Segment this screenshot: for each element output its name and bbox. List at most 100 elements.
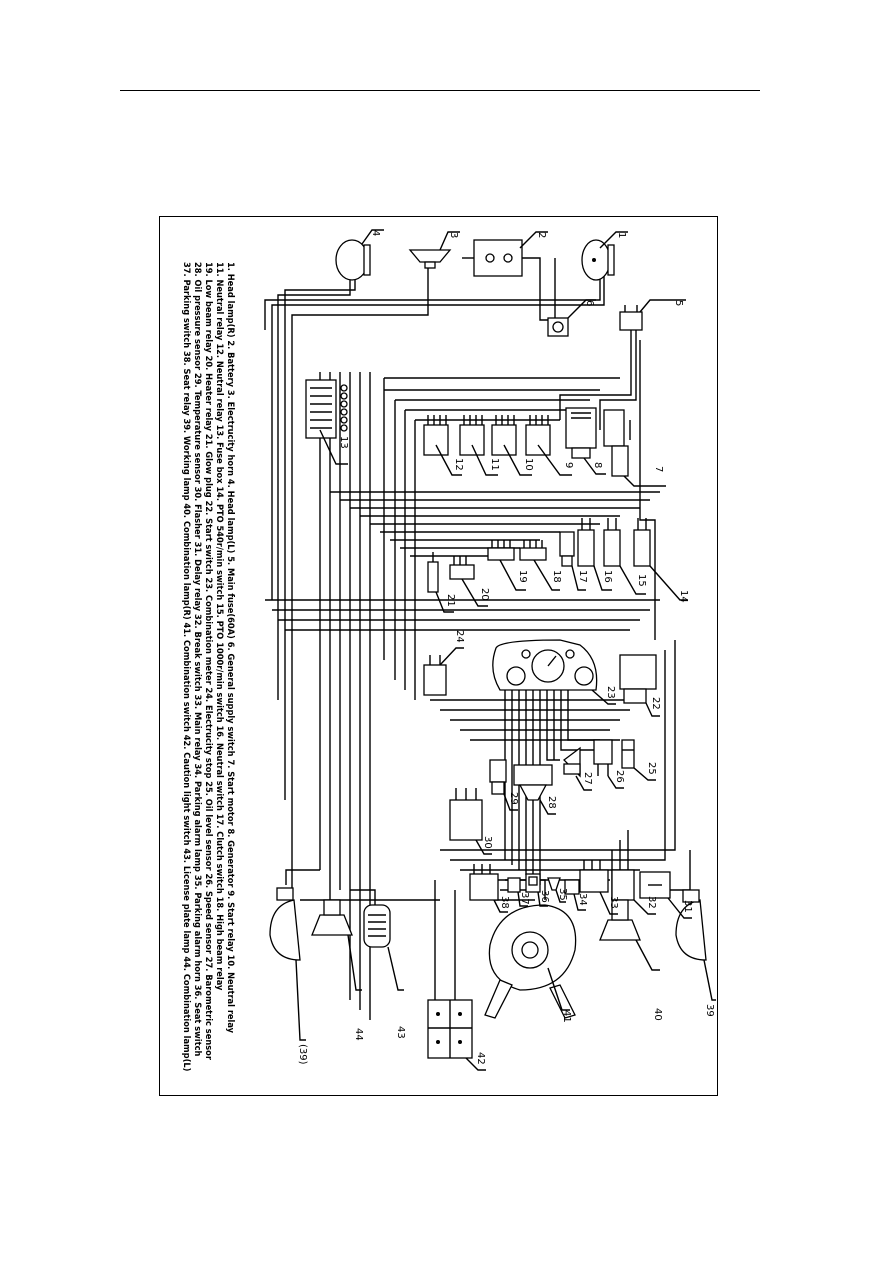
generator (565, 407, 597, 459)
callout-24: 24 (454, 630, 465, 643)
neutral-relay-12 (423, 415, 449, 456)
callout-36: 36 (539, 890, 550, 903)
callout-12: 12 (453, 458, 464, 471)
callout-39-left: (39) (297, 1044, 308, 1065)
barometric-sensor (563, 746, 581, 778)
header-rule (120, 90, 760, 91)
callout-4: 4 (370, 230, 381, 236)
general-supply-switch (547, 317, 569, 337)
low-beam-relay (487, 540, 515, 561)
legend-line-3: 19. Low beam relay 20. Heater relay 21. … (203, 262, 214, 1061)
delay-relay (639, 871, 671, 899)
callout-41: 41 (561, 1010, 572, 1023)
electricity-stop (423, 655, 447, 696)
start-relay (525, 415, 551, 456)
callout-38: 38 (499, 896, 510, 909)
callout-9: 9 (563, 462, 574, 468)
callout-29: 29 (508, 792, 519, 805)
parking-switch (507, 877, 521, 893)
callout-25: 25 (646, 762, 657, 775)
callout-30: 30 (482, 836, 493, 849)
callout-28: 28 (546, 796, 557, 809)
diagram-frame (159, 216, 718, 1096)
callout-23: 23 (605, 686, 616, 699)
neutral-relay-10 (491, 415, 517, 456)
callout-40: 40 (652, 1008, 663, 1021)
clutch-switch (559, 531, 575, 567)
combination-meter (492, 639, 598, 691)
working-lamp (675, 889, 707, 961)
callout-3: 3 (448, 232, 459, 238)
callout-19: 19 (517, 570, 528, 583)
callout-21: 21 (445, 594, 456, 607)
temperature-sensor (489, 759, 507, 795)
glow-plug (427, 552, 439, 593)
callout-2: 2 (536, 232, 547, 238)
callout-27: 27 (582, 772, 593, 785)
callout-34: 34 (577, 893, 588, 906)
start-motor (603, 409, 631, 477)
parking-alarm-lamp (564, 879, 580, 895)
head-lamp-left (335, 239, 371, 281)
callout-18: 18 (551, 570, 562, 583)
speed-sensor (593, 739, 613, 776)
callout-39: 39 (704, 1004, 715, 1017)
callout-11: 11 (489, 458, 500, 471)
legend-line-4: 28. Oil pressure sensor 29. Temperature … (192, 262, 203, 1056)
electricity-horn (408, 249, 452, 269)
wiring-harness (264, 257, 691, 1020)
combination-switch (484, 904, 577, 1019)
callout-42: 42 (475, 1052, 486, 1065)
license-plate-lamp (363, 904, 391, 948)
flasher (449, 788, 483, 841)
callout-35: 35 (557, 888, 568, 901)
callout-31: 31 (682, 900, 693, 913)
callout-32: 32 (646, 896, 657, 909)
oil-level-sensor (621, 739, 635, 769)
seat-switch (525, 873, 541, 893)
callout-16: 16 (602, 570, 613, 583)
callouts: 1 2 3 4 5 6 7 8 9 10 11 12 13 14 15 16 1… (295, 229, 716, 1071)
battery (462, 239, 523, 277)
callout-26: 26 (614, 770, 625, 783)
legend: 1. Head lamp(R) 2. Battery 3. Electrucit… (181, 262, 236, 1072)
callout-10: 10 (523, 458, 534, 471)
callout-15: 15 (636, 574, 647, 587)
callout-7: 7 (653, 466, 664, 472)
combination-lamp-left (311, 899, 353, 936)
legend-line-5: 37. Parking switch 38. Seat relay 39. Wo… (181, 262, 192, 1072)
oil-pressure-sensor (513, 764, 553, 801)
callout-6: 6 (584, 300, 595, 306)
callout-20: 20 (479, 588, 490, 601)
caution-light-switch (427, 999, 473, 1059)
start-switch (619, 654, 657, 704)
legend-line-2: 11. Neutral relay 12. Neutral relay 13. … (214, 262, 225, 991)
neutral-switch (577, 518, 595, 567)
pto-1000-switch (603, 518, 621, 567)
callout-22: 22 (650, 697, 661, 710)
neutral-relay-11 (459, 415, 485, 456)
head-lamp-right (581, 239, 615, 281)
callout-43: 43 (395, 1026, 406, 1039)
working-lamp-left (269, 887, 301, 961)
callout-33: 33 (608, 896, 619, 909)
callout-14: 14 (678, 590, 689, 603)
seat-relay (469, 864, 499, 901)
callout-37: 37 (519, 892, 530, 905)
callout-1: 1 (616, 232, 627, 238)
callout-44: 44 (353, 1028, 364, 1041)
legend-line-1: 1. Head lamp(R) 2. Battery 3. Electrucit… (225, 262, 236, 1034)
high-beam-relay (519, 540, 547, 561)
combination-lamp-right (599, 899, 641, 941)
callout-5: 5 (673, 300, 684, 306)
callout-13: 13 (338, 436, 349, 449)
callout-17: 17 (577, 570, 588, 583)
callout-8: 8 (592, 462, 603, 468)
pto-540-switch (633, 518, 651, 567)
heater-relay (449, 556, 475, 580)
main-fuse (619, 305, 643, 331)
fuse-box (305, 379, 348, 439)
components (269, 239, 707, 1059)
main-relay (579, 860, 609, 893)
